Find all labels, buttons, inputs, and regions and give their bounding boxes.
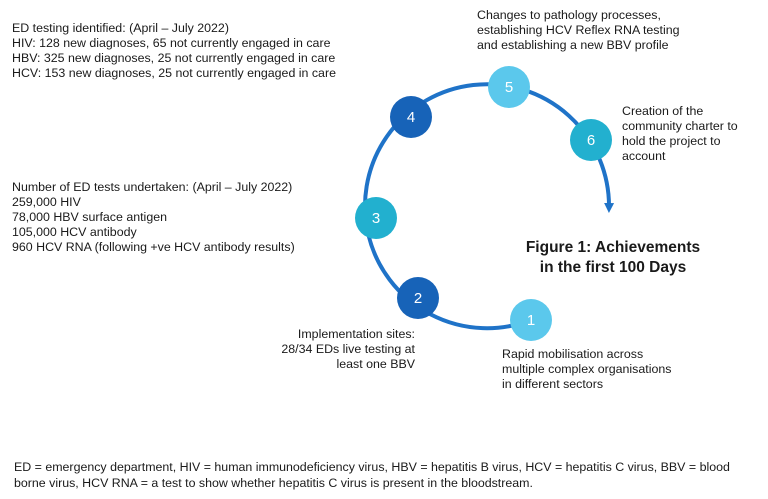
abbreviations-footnote: ED = emergency department, HIV = human i… xyxy=(14,460,730,490)
step-number-3: 3 xyxy=(372,210,380,227)
step-number-4: 4 xyxy=(407,109,415,126)
step-1-line-1: Rapid mobilisation across xyxy=(502,347,644,361)
step-circle-2-disc xyxy=(397,277,439,319)
step-3-line-4: 105,000 HCV antibody xyxy=(12,225,137,239)
step-4-line-1: ED testing identified: (April – July 202… xyxy=(12,21,229,35)
step-circle-3-disc xyxy=(355,197,397,239)
step-6-line-2: community charter to xyxy=(622,119,738,133)
step-circle-5-disc xyxy=(488,66,530,108)
step-2-text: Implementation sites: 28/34 EDs live tes… xyxy=(215,327,415,372)
step-number-1: 1 xyxy=(527,312,535,329)
step-3-line-1: Number of ED tests undertaken: (April – … xyxy=(12,180,293,194)
step-number-6: 6 xyxy=(587,132,595,149)
step-1-line-3: in different sectors xyxy=(502,377,604,391)
step-2-line-1: Implementation sites: xyxy=(297,327,415,341)
step-3-line-2: 259,000 HIV xyxy=(12,195,81,209)
step-1-line-2: multiple complex organisations xyxy=(502,362,672,376)
step-circle-6: 6 xyxy=(570,119,612,161)
step-circle-5: 5 xyxy=(488,66,530,108)
figure-title-line-2: in the first 100 Days xyxy=(539,259,687,276)
step-6-line-1: Creation of the xyxy=(622,104,704,118)
step-3-text: Number of ED tests undertaken: (April – … xyxy=(12,180,295,255)
figure-title: Figure 1: Achievements in the first 100 … xyxy=(498,238,728,278)
step-circle-1: 1 xyxy=(510,299,552,341)
step-number-5: 5 xyxy=(505,79,513,96)
step-circle-6-disc xyxy=(570,119,612,161)
step-4-text: ED testing identified: (April – July 202… xyxy=(12,21,336,81)
step-4-line-4: HCV: 153 new diagnoses, 25 not currently… xyxy=(12,66,336,80)
step-2-line-3: least one BBV xyxy=(336,357,415,371)
step-6-text: Creation of the community charter to hol… xyxy=(622,104,738,164)
step-circle-3: 3 xyxy=(355,197,397,239)
step-circle-4: 4 xyxy=(390,96,432,138)
figure-title-line-1: Figure 1: Achievements xyxy=(525,239,701,256)
cycle-arc xyxy=(363,82,615,331)
step-5-line-3: and establishing a new BBV profile xyxy=(477,38,669,52)
step-number-2: 2 xyxy=(414,290,422,307)
step-3-line-5: 960 HCV RNA (following +ve HCV antibody … xyxy=(12,240,295,254)
step-circle-1-disc xyxy=(510,299,552,341)
step-circle-4-disc xyxy=(390,96,432,138)
step-4-line-2: HIV: 128 new diagnoses, 65 not currently… xyxy=(12,36,331,50)
step-4-line-3: HBV: 325 new diagnoses, 25 not currently… xyxy=(12,51,336,65)
step-5-text: Changes to pathology processes, establis… xyxy=(477,8,679,53)
step-circle-2: 2 xyxy=(397,277,439,319)
step-1-text: Rapid mobilisation across multiple compl… xyxy=(502,347,671,392)
step-3-line-3: 78,000 HBV surface antigen xyxy=(12,210,167,224)
step-5-line-2: establishing HCV Reflex RNA testing xyxy=(477,23,680,37)
step-6-line-4: account xyxy=(622,149,666,163)
step-5-line-1: Changes to pathology processes, xyxy=(477,8,661,22)
step-6-line-3: hold the project to xyxy=(622,134,721,148)
step-2-line-2: 28/34 EDs live testing at xyxy=(281,342,415,356)
